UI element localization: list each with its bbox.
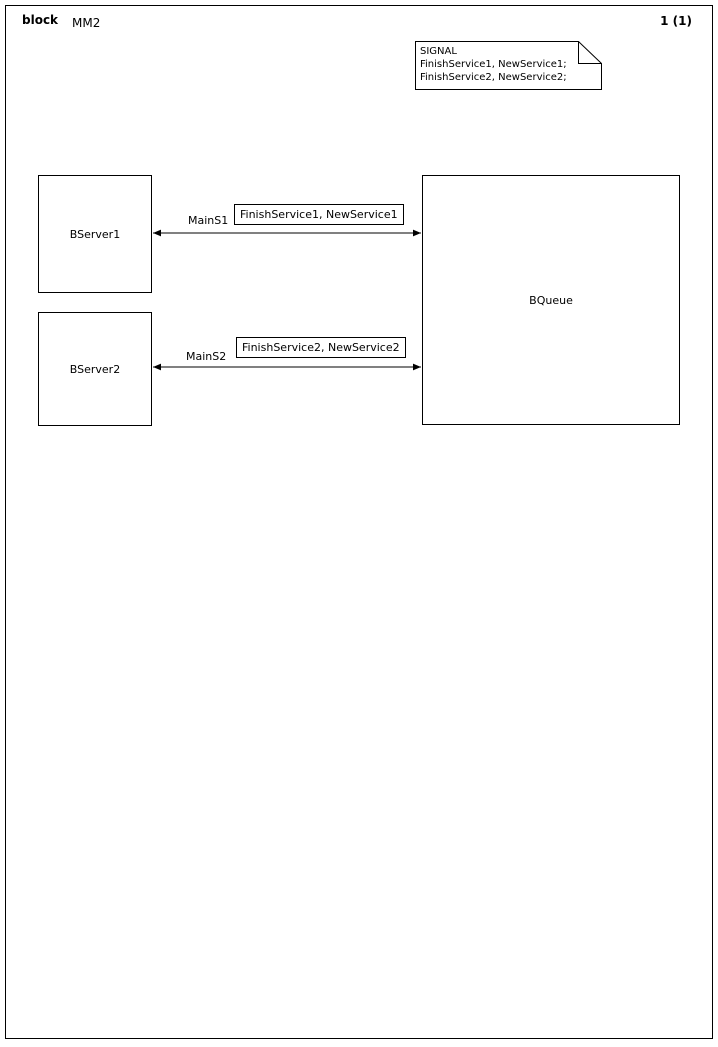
signal-declaration-note[interactable]: SIGNAL FinishService1, NewService1; Fini… — [415, 41, 602, 90]
page-number: 1 (1) — [660, 14, 692, 28]
note-shape-icon — [415, 41, 602, 90]
block-bserver2-label: BServer2 — [69, 362, 121, 376]
block-bserver1-label: BServer1 — [69, 227, 121, 241]
page-title-keyword: block — [22, 13, 59, 27]
channel-mains1-signal-list[interactable]: FinishService1, NewService1 — [234, 204, 404, 225]
channel-mains2-label: MainS2 — [186, 350, 227, 363]
block-bqueue-label: BQueue — [529, 293, 573, 307]
signal-note-text: SIGNAL FinishService1, NewService1; Fini… — [420, 46, 567, 83]
page-title: MM2 — [72, 16, 101, 30]
block-bqueue[interactable]: BQueue — [422, 175, 680, 425]
page-frame — [5, 5, 713, 1039]
block-bserver2[interactable]: BServer2 — [38, 312, 152, 426]
block-bserver1[interactable]: BServer1 — [38, 175, 152, 293]
channel-mains1-label: MainS1 — [188, 214, 229, 227]
channel-mains2-signal-list[interactable]: FinishService2, NewService2 — [236, 337, 406, 358]
